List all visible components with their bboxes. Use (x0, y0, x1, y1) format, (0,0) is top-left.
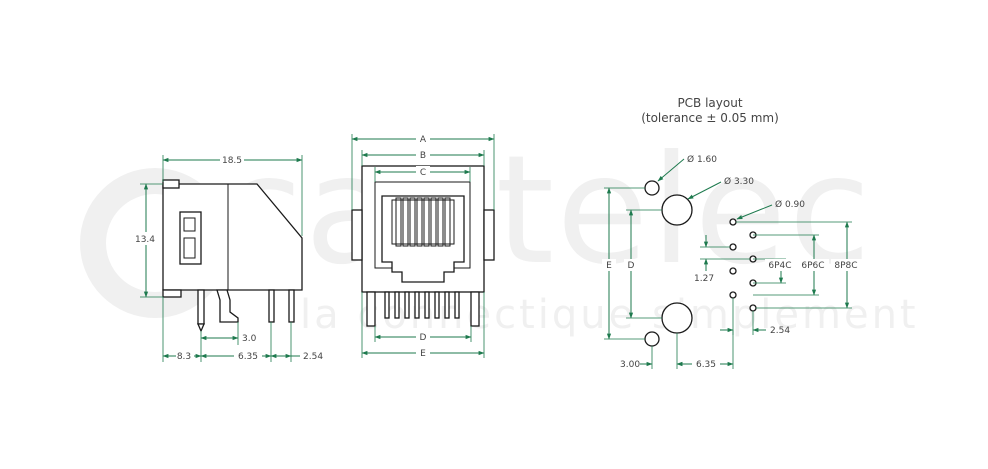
pcb-row-pitch: 2.54 (770, 326, 790, 336)
dim-width: 18.5 (222, 156, 242, 166)
dim-c: C (420, 168, 426, 178)
dim-offset-3: 2.54 (303, 352, 323, 362)
pcb-bottom-1: 3.00 (620, 360, 640, 370)
dim-offset-1: 8.3 (177, 352, 191, 362)
dim-height: 13.4 (135, 235, 155, 245)
front-post-right (470, 291, 480, 327)
pcb-subtitle: (tolerance ± 0.05 mm) (641, 111, 779, 125)
front-side-tab-left (351, 209, 363, 261)
side-pin-1 (197, 289, 205, 325)
latch-slot-top (183, 217, 196, 232)
rj45-port (381, 195, 465, 283)
dia-pin: Ø 0.90 (775, 199, 805, 210)
hole-large-top (661, 194, 693, 226)
front-pins (384, 291, 460, 319)
side-boardlock (216, 289, 239, 323)
variant-6p4c: 6P4C (768, 261, 791, 271)
dim-d: D (420, 333, 427, 343)
contact-area (391, 199, 455, 245)
watermark-main: cantelec (220, 124, 873, 298)
dia-small: Ø 1.60 (687, 154, 717, 165)
pcb-layout: PCB layout (tolerance ± 0.05 mm) Ø 1.60 … (602, 96, 862, 370)
dim-b: B (420, 151, 426, 161)
front-view: A B C D E (351, 133, 495, 359)
hole-small-top (644, 180, 660, 196)
pcb-bottom-2: 6.35 (696, 360, 716, 370)
front-post-left (366, 291, 376, 327)
side-view: 18.5 13.4 3.0 8.3 6.35 2.54 (132, 153, 323, 362)
side-view-foot (162, 289, 182, 298)
pcb-pitch: 1.27 (694, 274, 714, 284)
front-side-tab-right (483, 209, 495, 261)
dim-e: E (420, 349, 426, 359)
dim-offset-2: 6.35 (238, 352, 258, 362)
side-view-tab (162, 179, 180, 189)
hole-small-bottom (644, 331, 660, 347)
dim-a: A (420, 135, 427, 145)
pcb-dim-e: E (606, 261, 612, 271)
hole-large-bottom (661, 302, 693, 334)
dia-large: Ø 3.30 (724, 176, 754, 187)
variant-8p8c: 8P8C (834, 261, 857, 271)
side-pin-2 (268, 289, 275, 323)
side-pin-1-tip (197, 323, 205, 333)
pcb-title: PCB layout (677, 96, 742, 110)
side-pin-3 (288, 289, 295, 323)
pcb-dim-d: D (628, 261, 635, 271)
latch-slot-bottom (183, 237, 196, 259)
dim-pin-spacing: 3.0 (242, 334, 257, 344)
contacts (395, 197, 451, 247)
variant-6p6c: 6P6C (801, 261, 824, 271)
